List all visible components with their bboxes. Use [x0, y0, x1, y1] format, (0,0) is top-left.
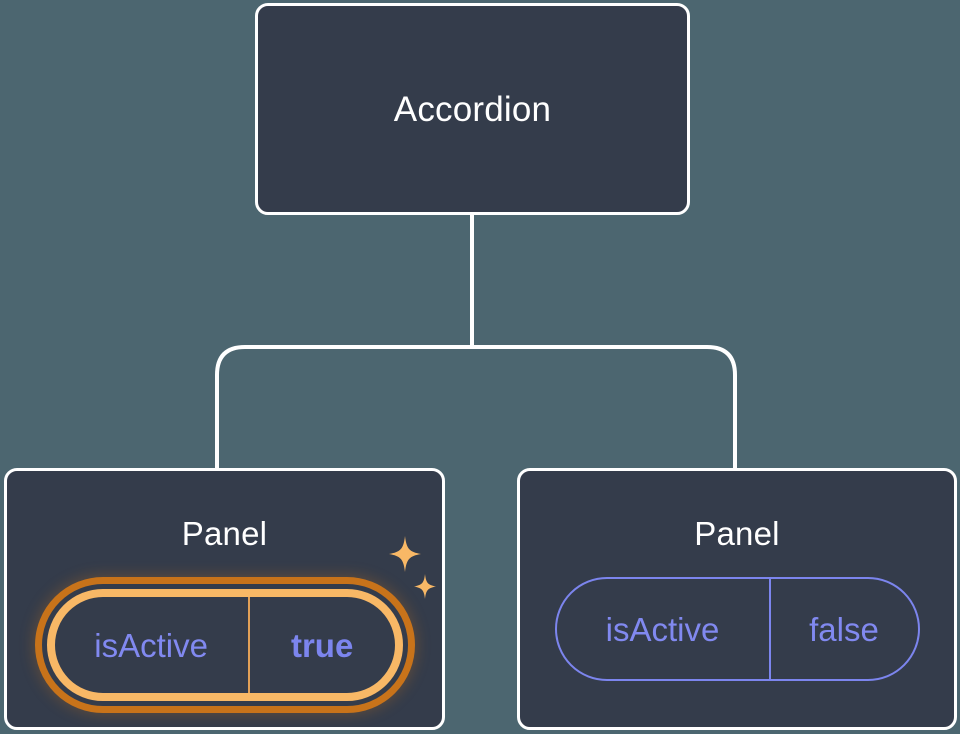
prop-pill-inactive-wrap: isActive false — [554, 577, 920, 681]
node-panel-active-title: Panel — [181, 515, 268, 552]
connector-child-bus — [215, 345, 737, 468]
node-accordion-title: Accordion — [393, 89, 552, 129]
node-panel-inactive[interactable]: Panel isActive false — [517, 468, 957, 730]
prop-value-label: true — [247, 597, 395, 693]
prop-value-label: false — [768, 579, 918, 679]
node-panel-inactive-title: Panel — [694, 515, 780, 552]
prop-key-label: isActive — [94, 626, 208, 664]
node-accordion[interactable]: Accordion — [255, 3, 690, 215]
prop-pill-isactive-true[interactable]: isActive true — [34, 577, 415, 713]
prop-pill-isactive-false[interactable]: isActive false — [554, 577, 920, 681]
prop-key-label: isActive — [605, 610, 720, 648]
prop-pill-inner: isActive true — [46, 589, 403, 701]
prop-pill-active-wrap: isActive true — [34, 577, 415, 713]
node-panel-active[interactable]: Panel isActive true — [4, 468, 445, 730]
